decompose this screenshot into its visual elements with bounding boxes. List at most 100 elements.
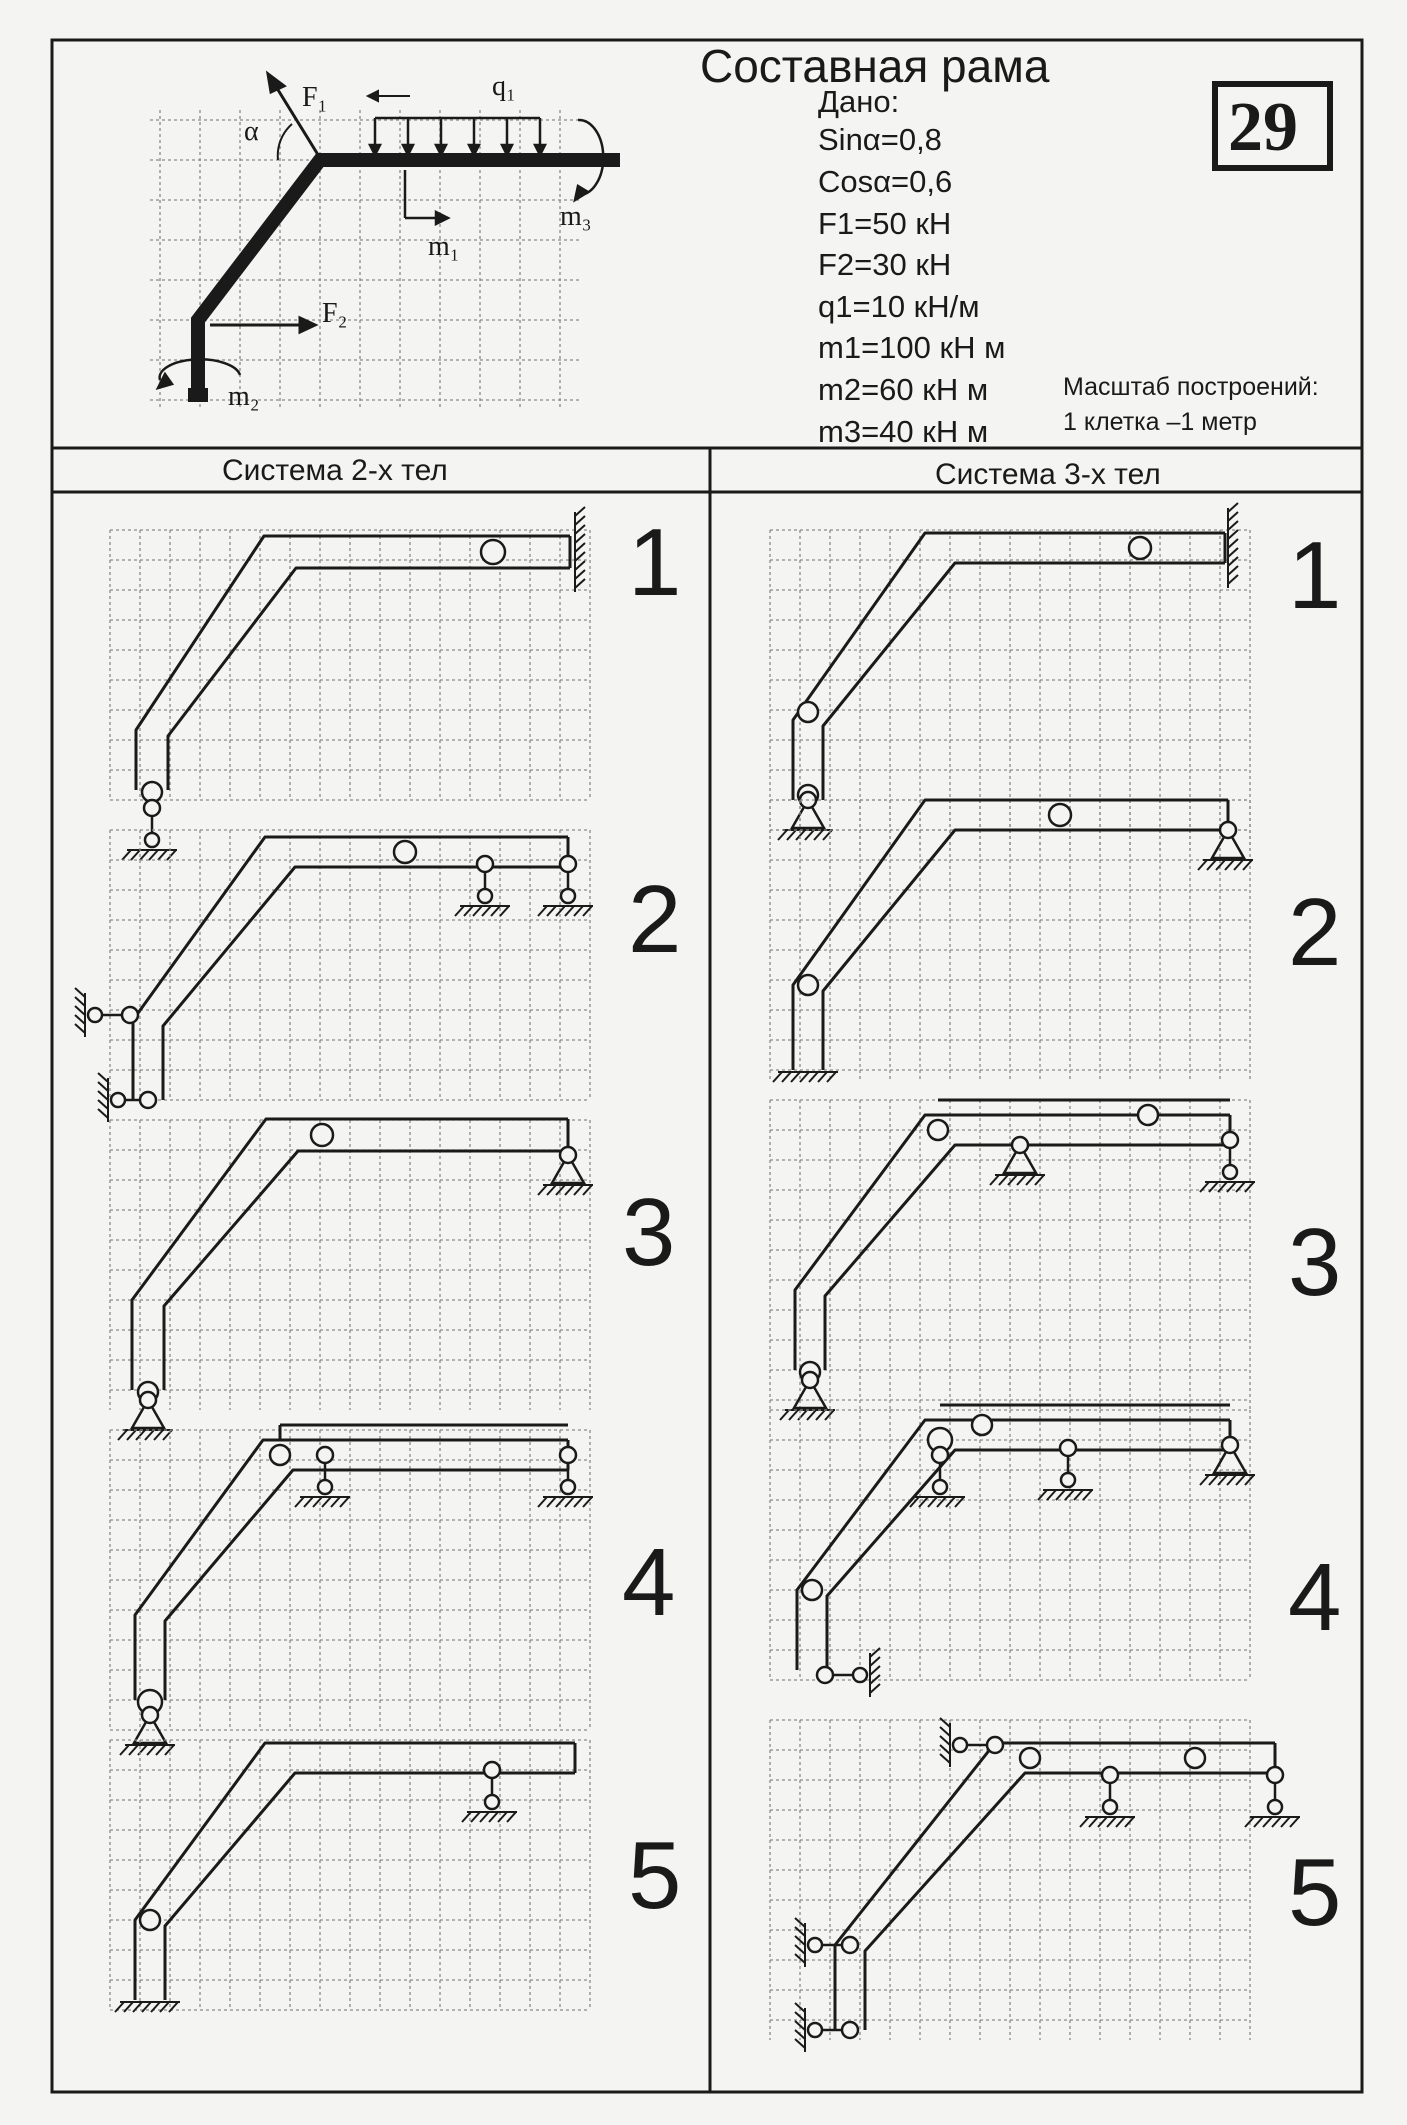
- frame-edge: [162, 1149, 568, 1390]
- hinge: [931, 1478, 949, 1496]
- hinge: [120, 1005, 140, 1025]
- beam-direction-arrow: [365, 89, 410, 103]
- hinge: [138, 1390, 158, 1410]
- link-support: [815, 1647, 881, 1697]
- roller-support: [1079, 1765, 1135, 1828]
- fixed-support: [574, 506, 586, 592]
- scheme-grid: [769, 1719, 1251, 2040]
- scheme-grid: [109, 829, 591, 1101]
- scheme-number-right-2: 2: [1288, 879, 1341, 986]
- variant-badge-box: [1212, 81, 1333, 171]
- q1-label: q₁: [492, 71, 516, 102]
- hinge: [796, 700, 820, 724]
- m2-label: m₂: [228, 381, 260, 412]
- frame-edge: [791, 798, 1228, 1070]
- ground-hatch: [989, 1174, 1045, 1186]
- hinge: [806, 2021, 824, 2039]
- frame-edge: [791, 531, 1225, 800]
- hinge: [1136, 1103, 1160, 1127]
- m1-label: m₁: [428, 231, 460, 262]
- scale-value: 1 клетка –1 метр: [1063, 408, 1257, 436]
- ground-hatch: [779, 1409, 835, 1421]
- hinge: [559, 1478, 577, 1496]
- scheme-number-right-5: 5: [1288, 1839, 1341, 1946]
- alpha-label: α: [244, 116, 259, 147]
- hinge: [970, 1413, 994, 1437]
- ground-hatch: [454, 905, 510, 917]
- frame-edge: [130, 1117, 568, 1390]
- given-m3: m3=40 кН м: [818, 414, 988, 449]
- scheme-number-right-1: 1: [1288, 522, 1341, 629]
- column-header-two-bodies: Система 2-х тел: [222, 454, 448, 487]
- hinge: [483, 1793, 501, 1811]
- link-support: [74, 987, 140, 1037]
- hinge: [392, 839, 418, 865]
- frame-edge: [821, 561, 1225, 800]
- scheme-number-left-3: 3: [622, 1179, 675, 1286]
- roller-support: [1037, 1438, 1093, 1501]
- hinge: [142, 798, 162, 818]
- scheme-number-left-4: 4: [622, 1529, 675, 1636]
- pin-support: [777, 790, 833, 841]
- pin-support: [1197, 820, 1253, 871]
- hinge: [1265, 1765, 1285, 1785]
- pin-support: [537, 1145, 593, 1196]
- hinge: [1058, 1438, 1078, 1458]
- roller-support: [1244, 1765, 1300, 1828]
- given-cos: Cosα=0,6: [818, 164, 952, 199]
- hinge: [800, 1578, 824, 1602]
- hinge: [482, 1760, 502, 1780]
- wall-hatch: [794, 2002, 806, 2052]
- m3-moment-arrow: [573, 118, 605, 203]
- f1-force-arrow: [265, 70, 322, 161]
- pin-support: [117, 1390, 173, 1441]
- m2-moment-arrow: [155, 358, 242, 390]
- schemes-layer: [74, 502, 1300, 2052]
- scale-heading: Масштаб построений:: [1063, 373, 1319, 401]
- frame-edge: [821, 828, 1228, 1070]
- link-support: [794, 1917, 860, 1967]
- pin-support: [1199, 1435, 1255, 1486]
- given-q1: q1=10 кН/м: [818, 289, 980, 324]
- frame-edge: [823, 1143, 1230, 1370]
- given-frame-bar: [188, 153, 620, 402]
- scheme-right-4: [769, 1403, 1255, 1697]
- variant-badge: 29: [1228, 89, 1298, 166]
- frame-edge: [161, 865, 568, 1100]
- hinge: [1221, 1163, 1239, 1181]
- hinge: [840, 1935, 860, 1955]
- frame-edge: [166, 566, 570, 790]
- ground-hatch: [119, 1744, 175, 1756]
- hinge: [1183, 1746, 1207, 1770]
- pin-support: [779, 1370, 835, 1421]
- hinge: [143, 831, 161, 849]
- scheme-left-1: [109, 506, 591, 861]
- f2-force-arrow: [210, 315, 319, 335]
- roller-support: [294, 1445, 350, 1508]
- m1-moment-arrow: [403, 170, 451, 227]
- hinge: [268, 1443, 292, 1467]
- ground-hatch: [909, 1496, 965, 1508]
- hinge: [815, 1665, 835, 1685]
- roller-support: [454, 854, 510, 917]
- scheme-grid: [109, 1119, 591, 1410]
- hinge: [559, 887, 577, 905]
- hinge: [138, 1908, 162, 1932]
- ground-hatch: [1197, 859, 1253, 871]
- given-heading: Дано:: [818, 84, 899, 119]
- scheme-grid: [109, 1739, 591, 2011]
- pin-support: [989, 1135, 1045, 1186]
- given-f1: F1=50 кН: [818, 206, 951, 241]
- scheme-right-1: [769, 502, 1251, 850]
- scheme-right-5: [769, 1717, 1300, 2052]
- pin-support: [119, 1705, 175, 1756]
- hinge: [476, 887, 494, 905]
- roller-support: [909, 1445, 965, 1508]
- scheme-grid: [769, 1099, 1251, 1410]
- scheme-grid: [769, 799, 1251, 1080]
- ground-hatch: [537, 1184, 593, 1196]
- link-support: [939, 1717, 1005, 1767]
- hinge: [558, 854, 578, 874]
- ground-hatch: [1037, 1489, 1093, 1501]
